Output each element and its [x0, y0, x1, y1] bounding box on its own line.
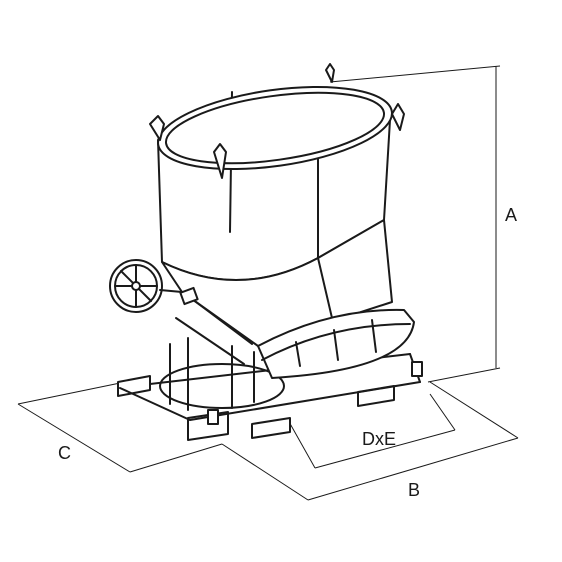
support-ring	[159, 363, 285, 409]
lifting-lug-front	[213, 143, 227, 179]
c-dimension-line	[17, 403, 131, 473]
b-dimension-line	[307, 437, 519, 501]
linkage-pivot	[179, 286, 199, 306]
dimension-label-b: B	[408, 480, 420, 500]
top-rim-inner	[164, 91, 386, 165]
b-extension-right	[429, 381, 519, 439]
b-extension-left	[221, 443, 309, 501]
concrete-bucket	[109, 63, 423, 441]
lifting-lug-back	[325, 63, 335, 83]
dxe-dimension-line	[314, 429, 456, 469]
lifting-lug-right	[391, 103, 405, 131]
hand-wheel-rim	[109, 259, 163, 313]
gate-rib-1	[295, 341, 301, 367]
skid-back-left	[117, 375, 151, 397]
hand-wheel	[109, 259, 183, 313]
a-extension-top	[329, 65, 501, 83]
linkage-arm-lower	[175, 317, 245, 365]
hopper-seam	[317, 257, 333, 319]
skid-front-center	[251, 417, 291, 439]
frame-rail-front	[189, 381, 421, 421]
a-extension-bottom	[427, 367, 501, 383]
c-extension-back	[17, 381, 126, 405]
dxe-extension-left	[287, 419, 316, 469]
dxe-extension-right	[429, 393, 456, 431]
dimension-label-dxe: DxE	[362, 429, 396, 449]
hand-wheel-shaft	[159, 289, 183, 293]
dimension-lines	[17, 65, 519, 501]
c-extension-front	[129, 443, 223, 473]
frame-bracket-left	[207, 409, 219, 425]
gate-rib-3	[371, 319, 377, 353]
gate-rib-2	[333, 329, 339, 361]
frame-rail-left	[119, 387, 191, 421]
dimension-label-c: C	[58, 443, 71, 463]
hand-wheel-hub	[131, 281, 141, 291]
gate-rim	[261, 323, 411, 361]
dimension-label-a: A	[505, 205, 517, 225]
frame-bracket	[411, 361, 423, 377]
linkage-arm-upper	[187, 295, 253, 345]
lifting-lug-left	[149, 115, 165, 141]
